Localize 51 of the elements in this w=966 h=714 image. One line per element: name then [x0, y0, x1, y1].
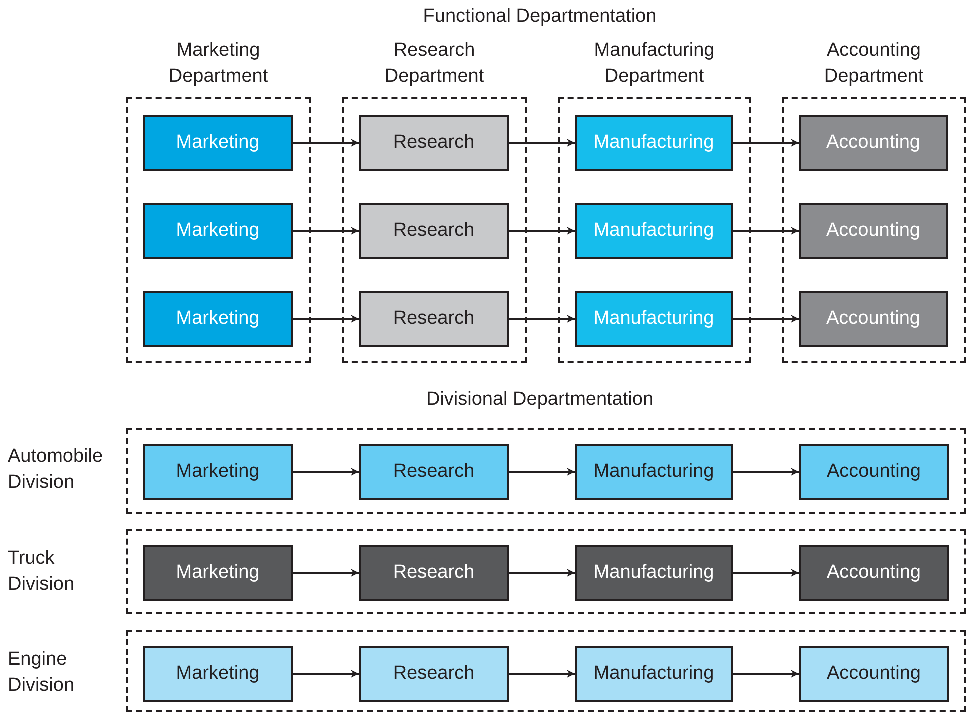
function-box: Accounting [799, 646, 949, 702]
arrow [509, 227, 575, 235]
arrow [293, 670, 359, 678]
group-heading: Engine Division [8, 648, 76, 698]
department-unit-box: Accounting [799, 203, 948, 259]
arrow [733, 227, 799, 235]
arrow [733, 315, 799, 323]
function-box: Manufacturing [575, 444, 733, 500]
arrow [293, 569, 359, 577]
function-box: Manufacturing [575, 646, 733, 702]
arrow [733, 139, 799, 147]
arrow [733, 468, 799, 476]
department-unit-box: Research [359, 115, 509, 171]
group-heading: Research Department [384, 39, 486, 89]
group-heading: Truck Division [8, 547, 76, 597]
group-heading: Accounting Department [823, 39, 925, 89]
function-box: Research [359, 545, 509, 601]
function-box: Research [359, 444, 509, 500]
arrow [509, 468, 575, 476]
group-heading: Marketing Department [168, 39, 270, 89]
group-heading: Manufacturing Department [593, 39, 716, 89]
arrow [509, 569, 575, 577]
function-box: Research [359, 646, 509, 702]
arrow [733, 569, 799, 577]
department-unit-box: Research [359, 291, 509, 347]
function-box: Marketing [143, 646, 293, 702]
arrow [509, 315, 575, 323]
department-unit-box: Accounting [799, 115, 948, 171]
department-unit-box: Marketing [143, 203, 293, 259]
department-unit-box: Marketing [143, 115, 293, 171]
department-unit-box: Manufacturing [575, 203, 733, 259]
function-box: Manufacturing [575, 545, 733, 601]
arrow [293, 227, 359, 235]
department-unit-box: Marketing [143, 291, 293, 347]
arrow [293, 468, 359, 476]
function-box: Marketing [143, 444, 293, 500]
department-unit-box: Accounting [799, 291, 948, 347]
group-heading: Automobile Division [8, 445, 104, 495]
arrow [293, 139, 359, 147]
arrow [293, 315, 359, 323]
function-box: Accounting [799, 545, 949, 601]
department-unit-box: Research [359, 203, 509, 259]
section-title: Divisional Departmentation [425, 389, 655, 411]
function-box: Accounting [799, 444, 949, 500]
function-box: Marketing [143, 545, 293, 601]
arrow [509, 139, 575, 147]
arrow [509, 670, 575, 678]
department-unit-box: Manufacturing [575, 291, 733, 347]
department-unit-box: Manufacturing [575, 115, 733, 171]
section-title: Functional Departmentation [422, 6, 658, 28]
arrow [733, 670, 799, 678]
